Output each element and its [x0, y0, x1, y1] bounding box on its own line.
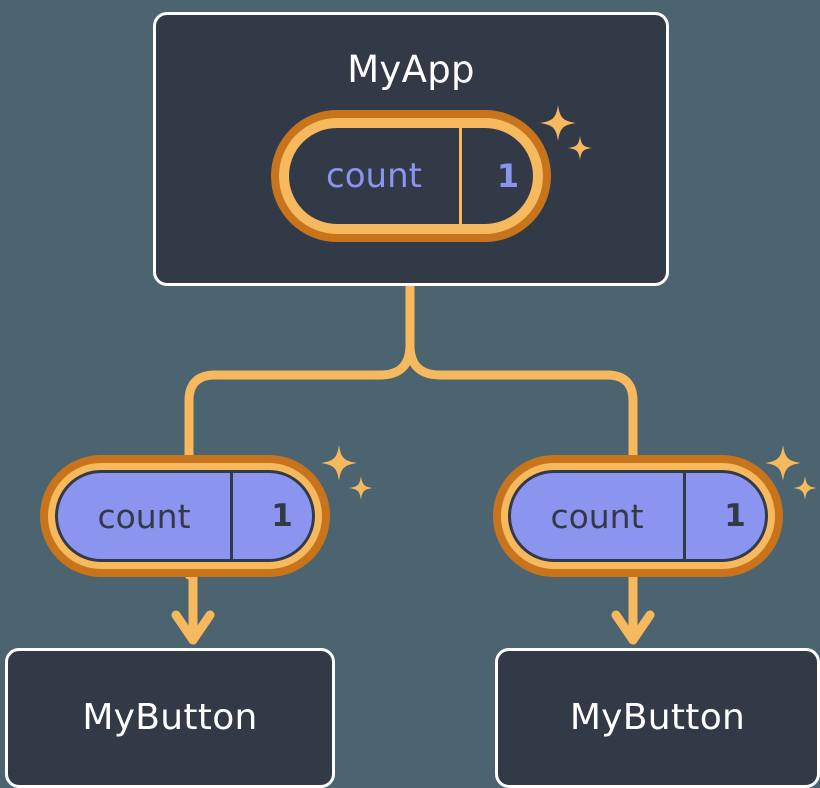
state-pill-ring: count 1 [271, 110, 551, 242]
state-pill-body: count 1 [286, 125, 536, 227]
connector-layer [171, 281, 655, 645]
component-node-mybutton-left[interactable]: MyButton [5, 648, 335, 788]
state-pill-ring: count 1 [493, 455, 783, 577]
state-key-label: count [326, 156, 422, 196]
state-pill-ring: count 1 [40, 455, 330, 577]
state-value-label: 1 [459, 128, 533, 224]
diagram-canvas: MyApp count 1 count 1 MyButton [5, 12, 820, 788]
state-key-label: count [550, 496, 644, 536]
state-pill-body: count 1 [508, 470, 768, 562]
component-node-mybutton-right[interactable]: MyButton [495, 648, 820, 788]
page-title: MyApp [347, 48, 475, 91]
component-label: MyButton [82, 697, 258, 738]
arrow-down-icon [611, 567, 655, 645]
state-value-label: 1 [683, 473, 765, 559]
arrow-down-icon [171, 567, 215, 645]
state-value-label: 1 [230, 473, 312, 559]
branch-connector-left-icon [184, 340, 415, 580]
component-label: MyButton [569, 697, 746, 738]
state-key-label: count [97, 496, 191, 536]
state-pill-body: count 1 [55, 470, 315, 562]
